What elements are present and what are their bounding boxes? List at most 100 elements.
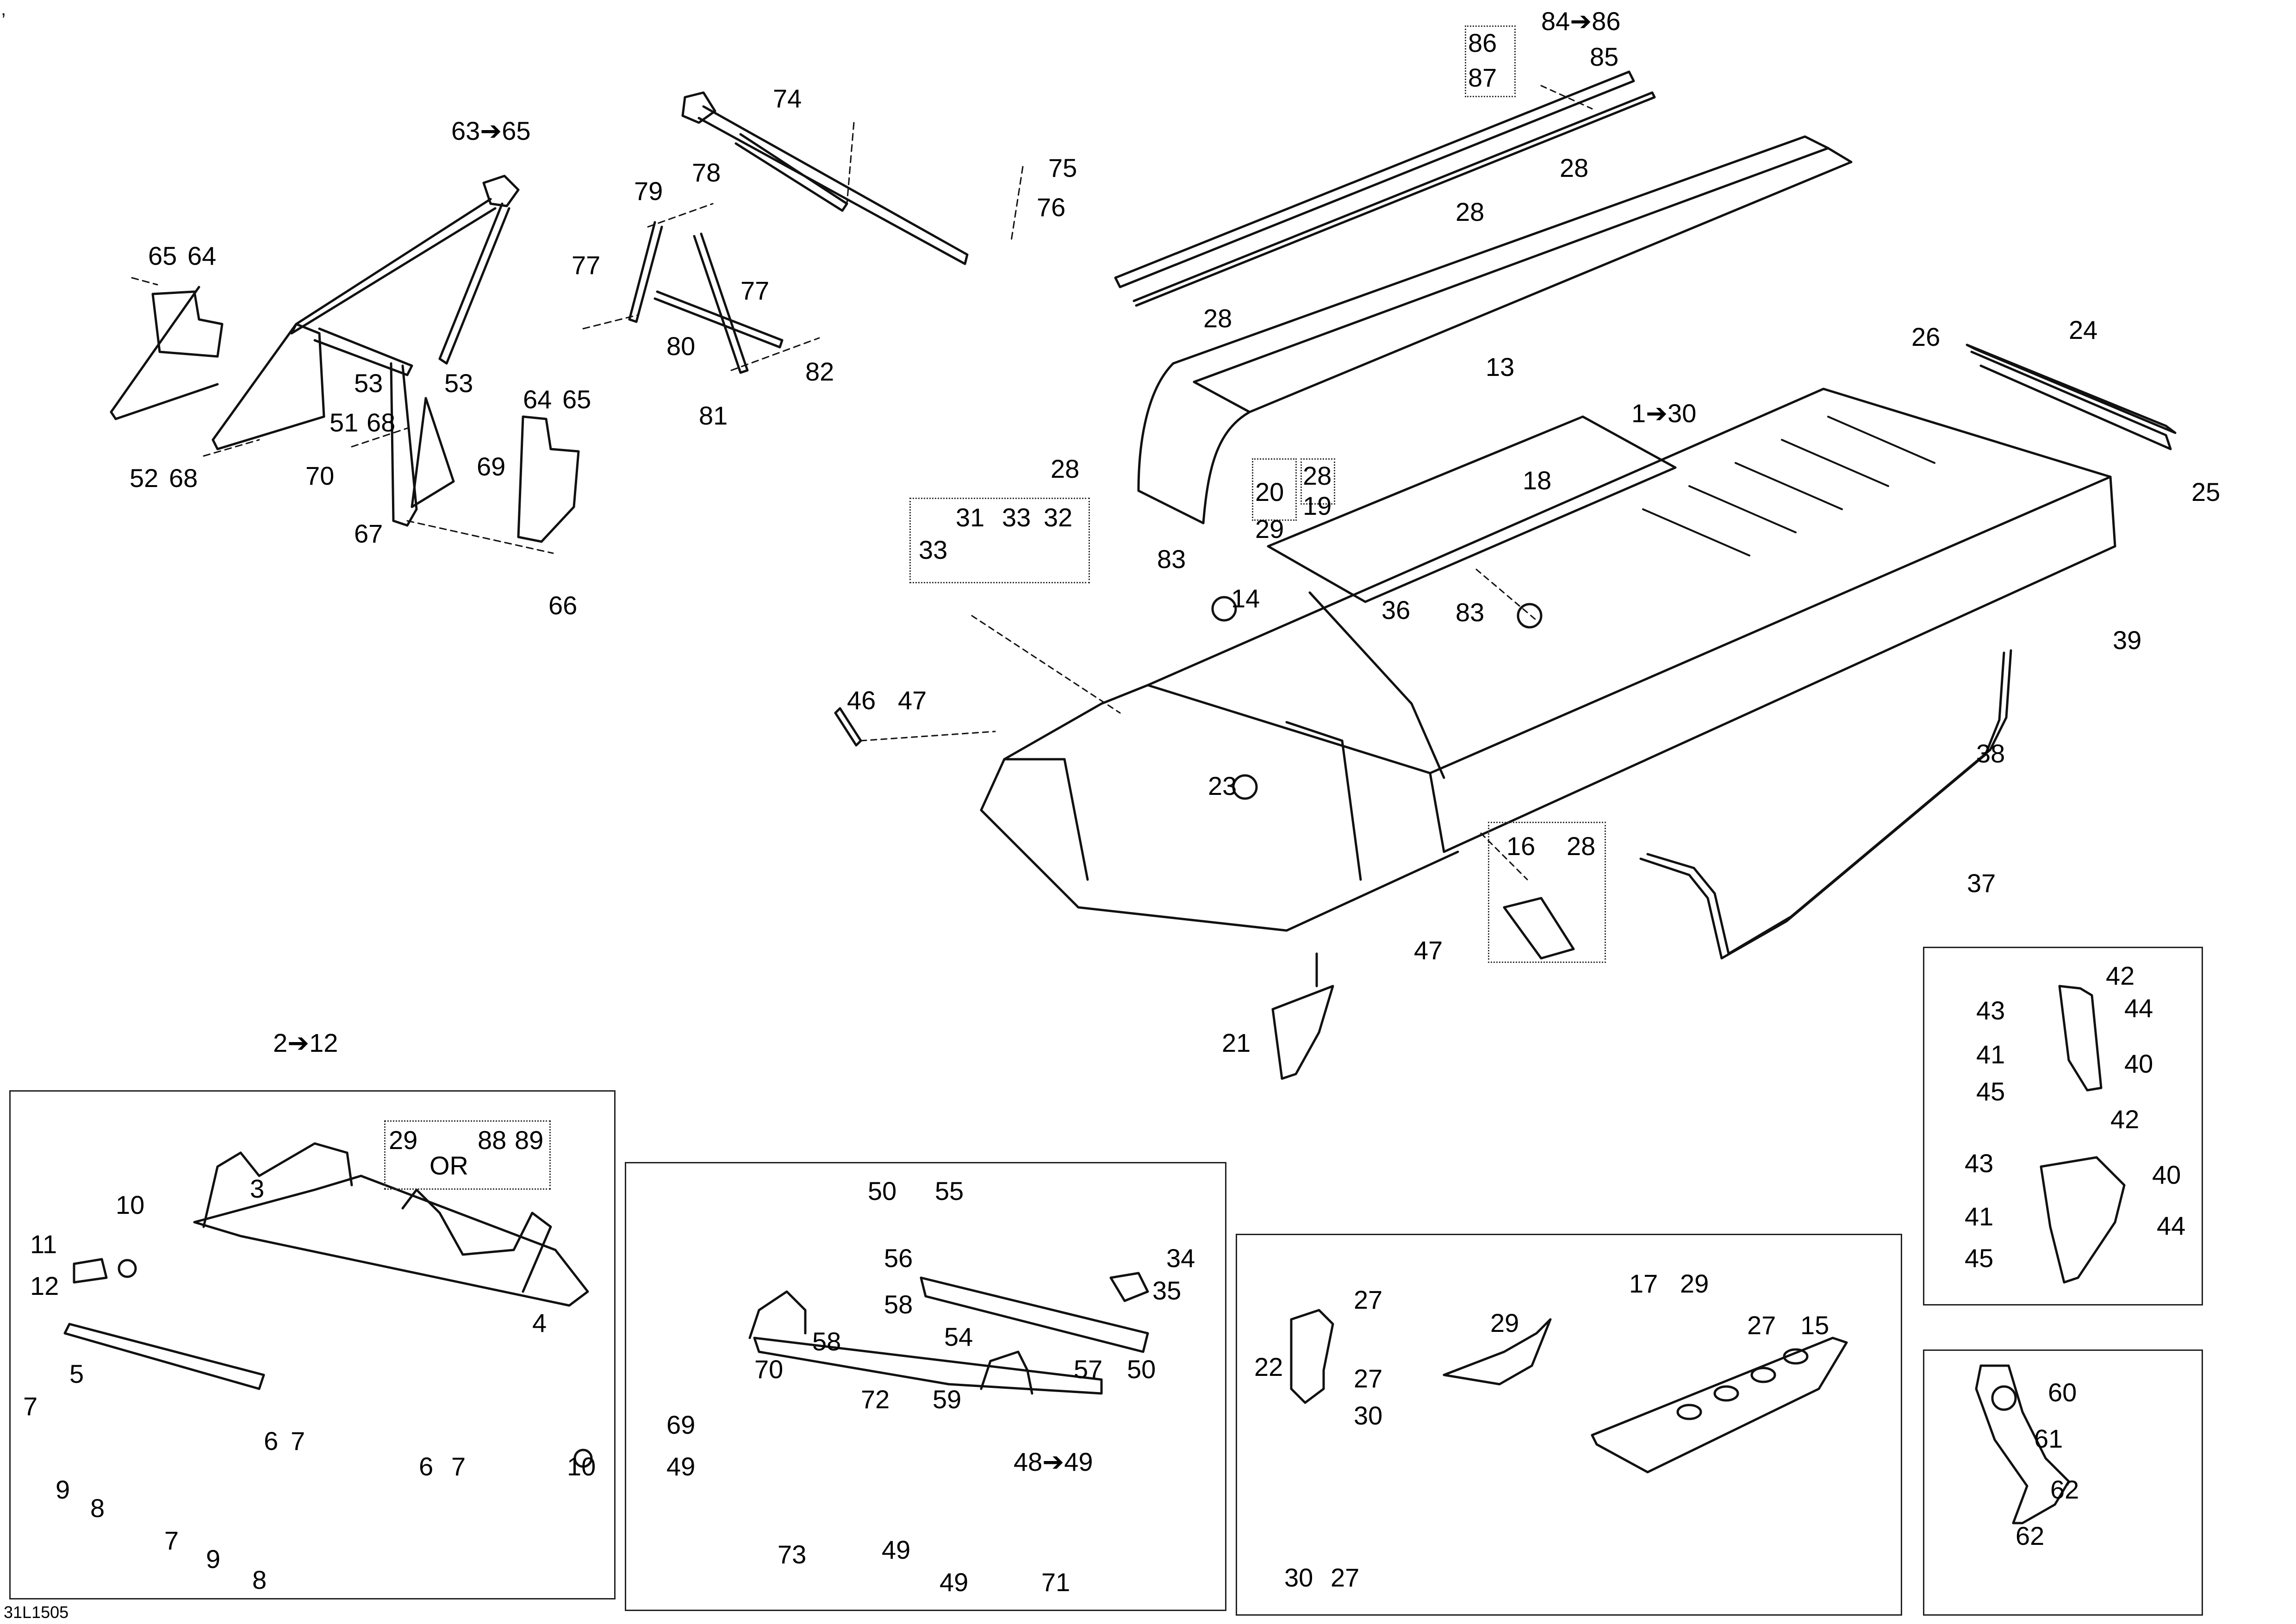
callout-37: 37	[1967, 868, 1996, 898]
callout-40: 40	[2124, 1049, 2153, 1078]
callout-7: 7	[23, 1392, 38, 1421]
callout-64: 64	[523, 385, 552, 414]
callout-63-65: 63➔65	[451, 116, 531, 145]
callout-1-30: 1➔30	[1631, 399, 1697, 428]
callout-42: 42	[2110, 1105, 2140, 1134]
footrest-support-box	[625, 1162, 1226, 1611]
callout-19: 19	[1303, 491, 1332, 520]
bracket-box-20	[1252, 458, 1297, 521]
callout-7: 7	[451, 1452, 466, 1481]
callout-42: 42	[2106, 961, 2135, 990]
callout-33: 33	[1002, 503, 1031, 532]
callout-38: 38	[1976, 739, 2005, 768]
callout-46: 46	[847, 686, 876, 715]
callout-61: 61	[2034, 1424, 2063, 1453]
callout-28: 28	[1051, 454, 1080, 483]
callout-53: 53	[444, 369, 473, 398]
callout-87: 87	[1468, 63, 1497, 92]
callout-53: 53	[354, 369, 383, 398]
callout-45: 45	[1976, 1077, 2005, 1106]
rear-bracket-box	[1923, 1349, 2203, 1616]
callout-or: OR	[429, 1151, 468, 1180]
bracket-box-16	[1488, 822, 1606, 963]
callout-10: 10	[567, 1452, 596, 1481]
callout-78: 78	[692, 158, 721, 187]
skid-plates-box	[1236, 1234, 1902, 1616]
callout-22: 22	[1254, 1352, 1283, 1381]
seat-bracket-box	[909, 498, 1090, 583]
skid-plates-art	[1290, 1309, 1848, 1474]
callout-40: 40	[2152, 1160, 2181, 1189]
callout-16: 16	[1506, 831, 1536, 861]
callout-69: 69	[666, 1410, 696, 1439]
rear-bumper-art	[1966, 344, 2177, 450]
callout-11: 11	[30, 1230, 57, 1259]
callout-43: 43	[1965, 1149, 1994, 1178]
callout-17: 17	[1629, 1269, 1658, 1298]
callout-49: 49	[882, 1535, 911, 1564]
callout-68: 68	[367, 408, 396, 437]
callout-70: 70	[305, 461, 335, 490]
callout-4: 4	[532, 1308, 547, 1337]
callout-69: 69	[477, 452, 506, 481]
footrest-support-art	[748, 1272, 1149, 1395]
callout-18: 18	[1523, 466, 1552, 495]
callout-83: 83	[1456, 598, 1485, 627]
guards-art	[2040, 985, 2126, 1284]
callout-67: 67	[354, 519, 383, 548]
callout-41: 41	[1965, 1202, 1994, 1231]
rear-bracket-art	[1975, 1364, 2070, 1524]
callout-41: 41	[1976, 1040, 2005, 1069]
callout-28: 28	[1303, 461, 1332, 490]
callout-30: 30	[1354, 1401, 1383, 1430]
callout-79: 79	[634, 176, 663, 206]
callout-68: 68	[169, 463, 198, 493]
callout-88: 88	[478, 1125, 507, 1155]
callout-6: 6	[264, 1426, 279, 1455]
callout-64: 64	[187, 241, 217, 270]
callout-9: 9	[206, 1544, 221, 1574]
callout-49: 49	[666, 1452, 696, 1481]
callout-5: 5	[69, 1359, 84, 1388]
callout-32: 32	[1044, 503, 1073, 532]
callout-8: 8	[252, 1565, 267, 1594]
callout-60: 60	[2048, 1378, 2077, 1407]
callout-49: 49	[940, 1568, 969, 1597]
callout-8: 8	[90, 1493, 105, 1523]
callout-23: 23	[1208, 771, 1237, 800]
callout-80: 80	[666, 331, 696, 361]
callout-84-86: 84➔86	[1541, 6, 1621, 36]
callout-47: 47	[1414, 936, 1443, 965]
bracket-box-19	[1300, 458, 1335, 505]
callout-54: 54	[944, 1322, 973, 1351]
callout-36: 36	[1381, 595, 1411, 625]
callout-29: 29	[1255, 514, 1284, 543]
callout-83: 83	[1157, 544, 1186, 574]
callout-31: 31	[956, 503, 985, 532]
callout-43: 43	[1976, 996, 2005, 1025]
callout-28: 28	[1560, 153, 1589, 182]
callout-15: 15	[1800, 1311, 1829, 1340]
callout-24: 24	[2069, 315, 2098, 344]
callout-27: 27	[1331, 1563, 1360, 1592]
callout-56: 56	[884, 1243, 913, 1273]
callout-50: 50	[1127, 1355, 1156, 1384]
callout-27: 27	[1747, 1311, 1776, 1340]
brace-rods-art	[582, 91, 1024, 374]
callout-45: 45	[1965, 1243, 1994, 1273]
callout-14: 14	[1231, 584, 1260, 613]
callout-55: 55	[935, 1176, 964, 1206]
callout-52: 52	[130, 463, 159, 493]
callout-20: 20	[1255, 477, 1284, 506]
callout-25: 25	[2191, 477, 2221, 506]
callout-29: 29	[389, 1125, 418, 1155]
callout-28: 28	[1203, 304, 1232, 333]
callout-86: 86	[1468, 28, 1497, 57]
front-subframe-box	[9, 1090, 616, 1599]
callout-65: 65	[562, 385, 591, 414]
callout-85: 85	[1590, 42, 1619, 71]
callout-7: 7	[291, 1426, 305, 1455]
callout-50: 50	[868, 1176, 897, 1206]
callout-12: 12	[30, 1271, 59, 1300]
